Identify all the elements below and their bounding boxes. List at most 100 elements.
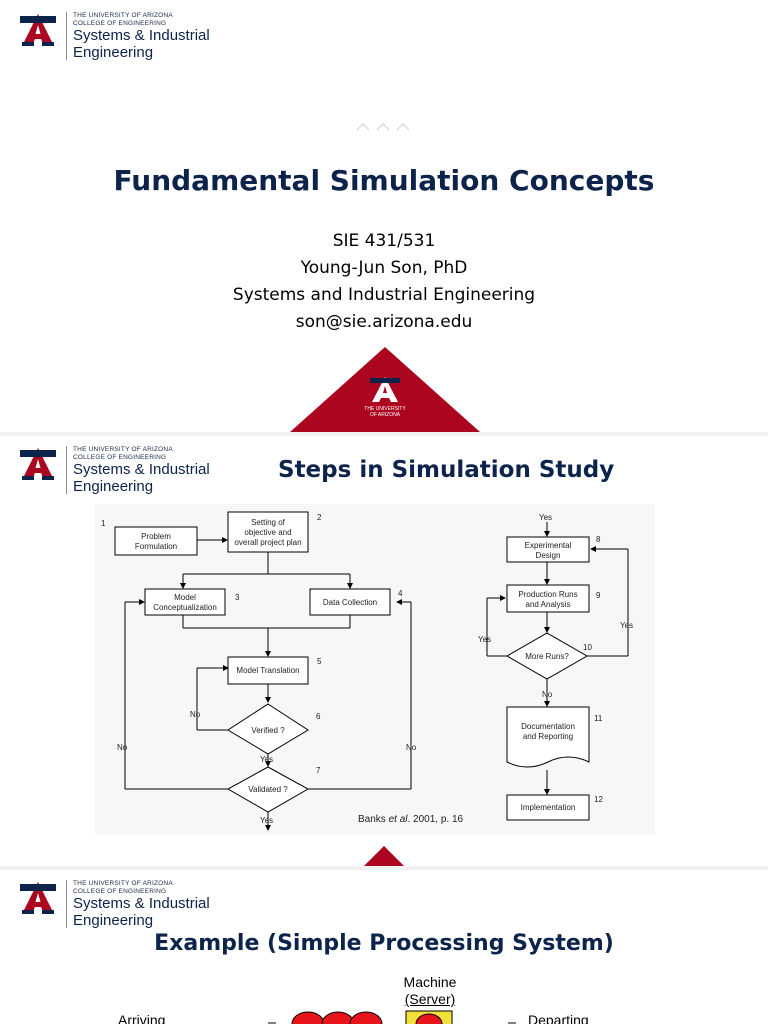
step-num-8: 8 xyxy=(596,535,601,544)
node5-line1: Model Translation xyxy=(236,666,299,675)
label-no-more-runs: No xyxy=(542,690,553,699)
node2-line2: objective and xyxy=(244,528,291,537)
logo-text: THE UNIVERSITY OF ARIZONA COLLEGE OF ENG… xyxy=(73,446,210,495)
node-implementation xyxy=(506,794,590,821)
node9-line1: Production Runs xyxy=(518,590,577,599)
node-data-collection xyxy=(309,588,391,616)
logo-dept-line1: Systems & Industrial xyxy=(73,895,210,912)
decorative-chevrons xyxy=(356,123,410,131)
server-entity xyxy=(415,1013,443,1024)
badge-line2: OF ARIZONA xyxy=(370,412,401,418)
label-yes-validated: Yes xyxy=(260,816,273,825)
label-yes-more-runs-left: Yes xyxy=(478,635,491,644)
slide-divider-1 xyxy=(0,432,768,436)
logo-dept-line2: Engineering xyxy=(73,478,154,495)
slide-divider-2 xyxy=(0,866,768,870)
presentation-title: Fundamental Simulation Concepts xyxy=(113,164,655,197)
department-name: Systems and Industrial Engineering xyxy=(232,285,536,305)
node-validated xyxy=(226,766,310,813)
arizona-a-icon xyxy=(20,448,56,480)
logo-divider xyxy=(66,446,67,494)
arizona-a-icon xyxy=(20,882,56,914)
machine-label-line1: Machine xyxy=(403,974,457,990)
node10-line1: More Runs? xyxy=(525,652,569,661)
step-num-5: 5 xyxy=(317,657,322,666)
label-no-verified: No xyxy=(190,710,201,719)
logo-dept-line2: Engineering xyxy=(73,44,154,61)
badge-a-icon xyxy=(370,377,400,402)
step-num-3: 3 xyxy=(235,593,240,602)
queue-entity-3 xyxy=(349,1011,383,1024)
node9-line2: and Analysis xyxy=(526,600,571,609)
logo-university: THE UNIVERSITY OF ARIZONA xyxy=(73,12,173,19)
slide3-title: Example (Simple Processing System) xyxy=(154,931,614,956)
node-verified xyxy=(227,703,309,755)
departing-label: Departing xyxy=(528,1012,589,1024)
label-yes-verified: Yes xyxy=(260,755,273,764)
ua-sie-logo: THE UNIVERSITY OF ARIZONA COLLEGE OF ENG… xyxy=(20,446,210,495)
arriving-label: Arriving xyxy=(118,1012,166,1024)
node7-line1: Validated ? xyxy=(248,785,288,794)
arizona-a-icon xyxy=(20,14,56,46)
machine-label: Machine (Server) xyxy=(380,974,480,1008)
node3-line2: Conceptualization xyxy=(153,603,217,612)
node1-line1: Problem xyxy=(141,532,171,541)
step-num-2: 2 xyxy=(317,513,322,522)
ua-sie-logo: THE UNIVERSITY OF ARIZONA COLLEGE OF ENG… xyxy=(20,880,210,929)
step-num-11: 11 xyxy=(594,714,603,723)
logo-text: THE UNIVERSITY OF ARIZONA COLLEGE OF ENG… xyxy=(73,880,210,929)
author-email: son@sie.arizona.edu xyxy=(295,312,473,332)
logo-dept-line2: Engineering xyxy=(73,912,154,929)
logo-college: COLLEGE OF ENGINEERING xyxy=(73,453,167,461)
ua-sie-logo: THE UNIVERSITY OF ARIZONA COLLEGE OF ENG… xyxy=(20,12,210,61)
node12-line1: Implementation xyxy=(521,803,576,812)
queue-entity-1 xyxy=(291,1011,325,1024)
node8-line1: Experimental xyxy=(525,541,572,550)
node8-line2: Design xyxy=(536,551,561,560)
course-code: SIE 431/531 xyxy=(332,231,436,251)
logo-dept-line1: Systems & Industrial xyxy=(73,27,210,44)
slide-steps-simulation: THE UNIVERSITY OF ARIZONA COLLEGE OF ENG… xyxy=(0,436,768,866)
node6-line1: Verified ? xyxy=(251,726,285,735)
node2-line1: Setting of xyxy=(251,518,286,527)
node-production-runs xyxy=(506,584,590,613)
step-num-4: 4 xyxy=(398,589,403,598)
processing-system-diagram xyxy=(268,1010,516,1024)
node-more-runs xyxy=(505,632,589,680)
slide-simple-processing: THE UNIVERSITY OF ARIZONA COLLEGE OF ENG… xyxy=(0,870,768,1024)
label-yes-more-runs-right: Yes xyxy=(620,621,633,630)
node3-line1: Model xyxy=(174,593,196,602)
simulation-steps-flowchart: Problem Formulation Setting of objective… xyxy=(95,504,655,834)
step-num-6: 6 xyxy=(316,712,321,721)
node-model-conceptualization xyxy=(144,588,226,616)
logo-dept-line1: Systems & Industrial xyxy=(73,461,210,478)
step-num-10: 10 xyxy=(583,643,592,652)
label-no-validated-right: No xyxy=(406,743,417,752)
slide2-title: Steps in Simulation Study xyxy=(278,457,615,483)
step-num-12: 12 xyxy=(594,795,603,804)
logo-college: COLLEGE OF ENGINEERING xyxy=(73,19,167,27)
node-problem-formulation xyxy=(114,526,198,556)
logo-college: COLLEGE OF ENGINEERING xyxy=(73,887,167,895)
node11-line2: and Reporting xyxy=(523,732,573,741)
logo-divider xyxy=(66,880,67,928)
step-num-9: 9 xyxy=(596,591,601,600)
node-model-translation xyxy=(227,656,309,685)
author-name: Young-Jun Son, PhD xyxy=(300,258,468,278)
node1-line2: Formulation xyxy=(135,542,177,551)
flowchart-citation: Banks et al. 2001, p. 16 xyxy=(358,814,464,825)
label-no-validated-left: No xyxy=(117,743,128,752)
logo-text: THE UNIVERSITY OF ARIZONA COLLEGE OF ENG… xyxy=(73,12,210,61)
badge-line1: THE UNIVERSITY xyxy=(364,406,406,412)
step-num-1: 1 xyxy=(101,519,106,528)
node2-line3: overall project plan xyxy=(234,538,301,547)
queue-entity-2 xyxy=(321,1011,355,1024)
small-triangle-badge xyxy=(364,846,404,866)
node-setting-objective xyxy=(227,511,309,553)
slide-title-page: THE UNIVERSITY OF ARIZONA COLLEGE OF ENG… xyxy=(0,0,768,432)
logo-university: THE UNIVERSITY OF ARIZONA xyxy=(73,446,173,453)
machine-label-line2: (Server) xyxy=(404,991,456,1007)
node-experimental-design xyxy=(506,536,590,563)
node-documentation xyxy=(506,706,590,768)
node4-line1: Data Collection xyxy=(323,598,377,607)
